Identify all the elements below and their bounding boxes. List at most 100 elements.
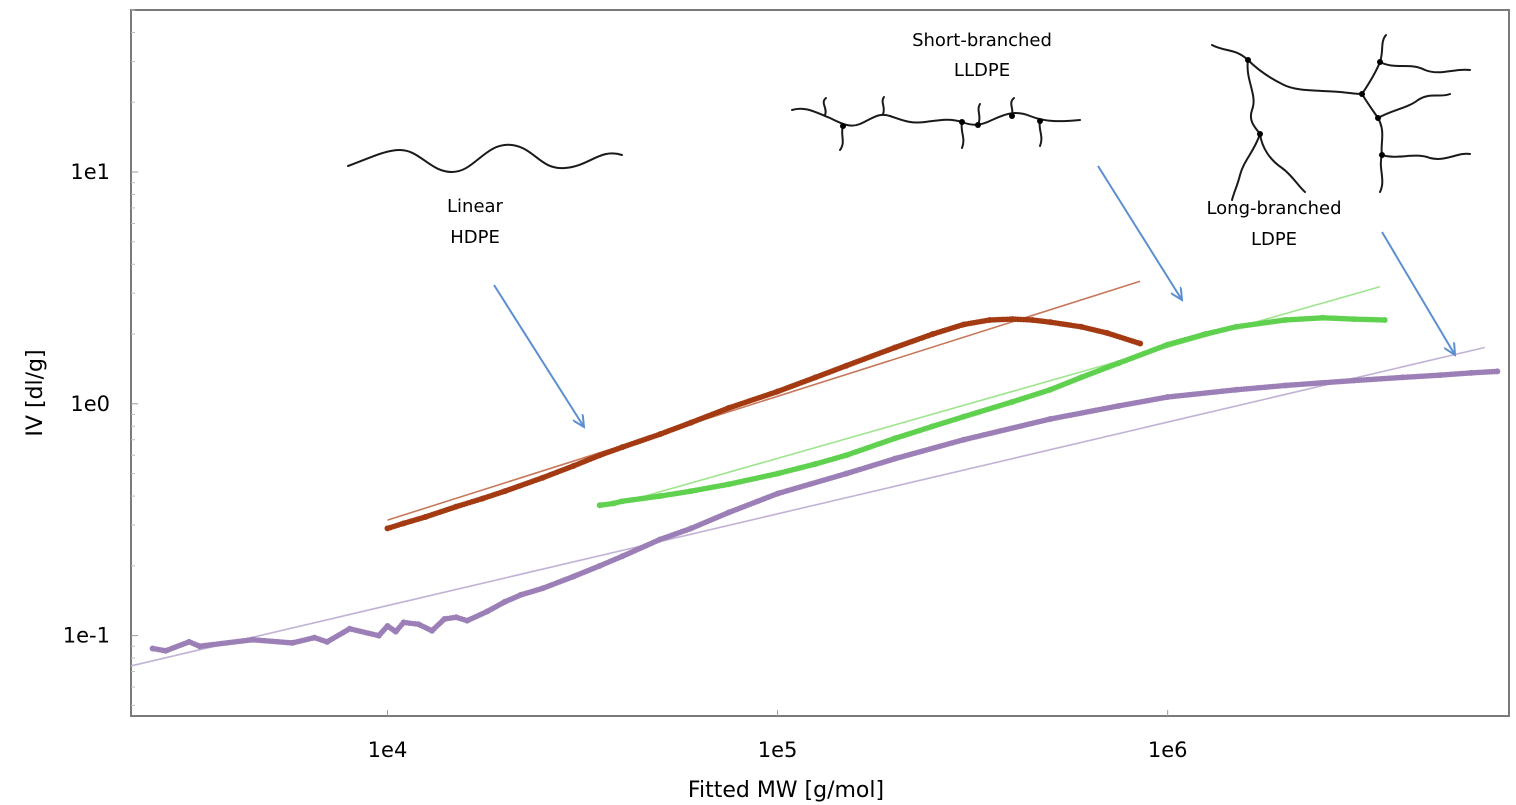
data-point (841, 363, 847, 370)
data-point (286, 639, 293, 646)
data-point (654, 493, 661, 500)
annotation-short-line2: LLDPE (954, 60, 1010, 81)
data-point (426, 626, 433, 633)
data-point (889, 436, 896, 442)
data-points (149, 314, 1501, 654)
data-point (772, 491, 778, 498)
data-point (246, 637, 253, 643)
data-point (439, 618, 446, 624)
series-3-points (149, 368, 1501, 654)
data-point (1044, 416, 1051, 423)
x-tick-label: 1e5 (758, 738, 798, 762)
data-point (1044, 319, 1051, 325)
data-point (1134, 339, 1141, 346)
annotation-linear-line2: HDPE (450, 227, 500, 248)
data-point (398, 521, 404, 528)
y-tick-label: 1e-1 (63, 624, 110, 648)
data-point (568, 463, 575, 470)
data-point (499, 489, 506, 495)
x-axis-title: Fitted MW [g/mol] (688, 778, 884, 803)
data-point (412, 621, 419, 627)
short-branched-molecule-sketch (791, 96, 1081, 151)
data-point (1317, 315, 1324, 321)
y-tick-label: 1e1 (70, 160, 110, 184)
data-point (451, 504, 457, 511)
data-point (160, 647, 166, 654)
data-point (608, 500, 614, 507)
data-point (723, 510, 730, 517)
data-point (1007, 399, 1013, 406)
data-point (1465, 370, 1472, 376)
data-point (1113, 361, 1120, 367)
data-point (1075, 323, 1082, 330)
data-point (927, 424, 934, 430)
data-point (723, 481, 730, 488)
data-point (183, 639, 190, 646)
data-point (398, 621, 405, 628)
y-tick-label: 1e0 (70, 392, 110, 416)
data-point (1279, 317, 1286, 324)
data-point (1075, 375, 1082, 382)
data-point (1044, 387, 1051, 394)
x-tick-label: 1e6 (1148, 738, 1188, 762)
data-point (344, 627, 351, 633)
data-point (1348, 377, 1355, 384)
x-tick-label: 1e4 (368, 738, 408, 762)
data-point (1231, 387, 1237, 393)
data-point (420, 514, 426, 521)
arrow-short-branched (1097, 165, 1182, 300)
data-point (1491, 368, 1498, 375)
data-point (594, 453, 601, 460)
data-point (537, 475, 544, 482)
data-point (309, 635, 315, 642)
y-axis-ticks: 1e-1 1e0 1e1 (63, 160, 138, 648)
annotation-short-line1: Short-branched (912, 30, 1052, 51)
y-axis-title: IV [dl/g] (23, 349, 48, 436)
data-point (481, 609, 488, 616)
arrow-long-branched (1381, 231, 1455, 355)
data-point (889, 456, 896, 463)
data-point (958, 322, 964, 329)
data-point (537, 586, 544, 592)
data-point (958, 437, 965, 444)
data-point (1162, 394, 1168, 401)
data-point (685, 420, 692, 427)
data-point (1007, 316, 1013, 322)
data-point (685, 526, 692, 533)
data-point (840, 453, 847, 459)
data-point (617, 445, 623, 451)
data-point (1101, 329, 1108, 336)
data-point (889, 345, 896, 352)
data-point (373, 632, 379, 638)
data-point (723, 406, 730, 412)
series-2-points (596, 314, 1388, 509)
data-point (617, 554, 623, 561)
data-point (594, 564, 601, 570)
annotation-linear-line1: Linear (447, 196, 504, 217)
data-point (772, 389, 778, 396)
data-point (1230, 324, 1237, 331)
data-point (476, 496, 483, 503)
data-point (927, 332, 934, 338)
annotation-long-line2: LDPE (1251, 229, 1297, 250)
data-point (654, 537, 661, 544)
data-point (654, 432, 661, 438)
data-point (685, 488, 692, 495)
data-point (772, 471, 778, 477)
annotation-long-line1: Long-branched (1206, 198, 1341, 219)
data-point (515, 592, 522, 599)
plot-area (130, 9, 1510, 717)
data-point (1279, 382, 1286, 389)
data-point (616, 499, 623, 505)
data-point (1113, 403, 1120, 410)
data-point (194, 642, 200, 648)
data-point (461, 617, 468, 623)
data-point (499, 600, 506, 606)
series-1-points (384, 316, 1144, 532)
data-point (450, 614, 457, 621)
data-point (1397, 374, 1403, 381)
data-point (1379, 317, 1385, 323)
data-point (958, 414, 964, 421)
data-point (1162, 342, 1169, 349)
